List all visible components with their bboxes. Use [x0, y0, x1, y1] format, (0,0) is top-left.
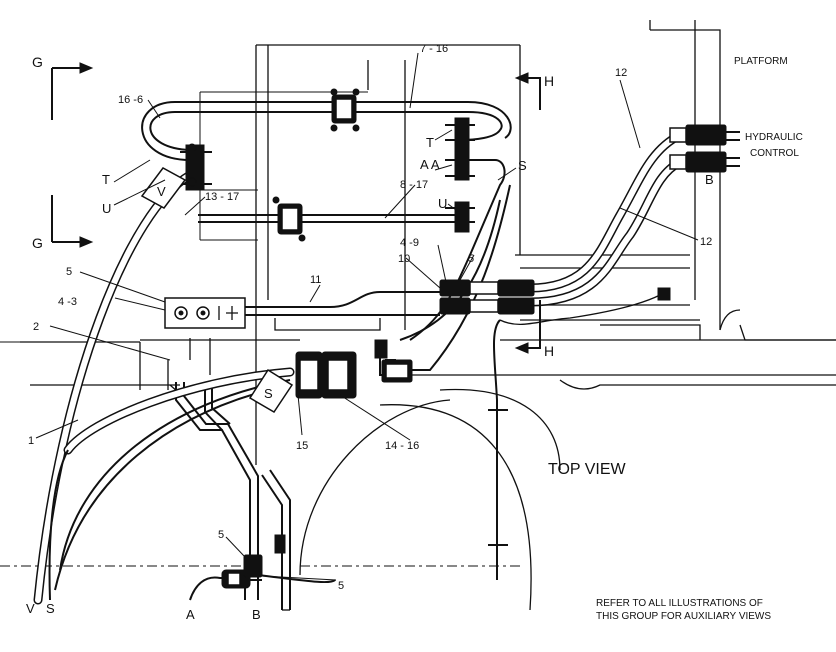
callout-8-17: 8 - 17 [400, 179, 428, 191]
tag-v-text: V [157, 184, 166, 199]
fittings [164, 88, 740, 589]
callout-5-left: 5 [66, 266, 72, 278]
tag-s-text: S [264, 386, 273, 401]
label-t-left: T [102, 172, 110, 187]
platform-label: PLATFORM [734, 56, 788, 67]
callout-5-bottom-b: 5 [338, 580, 344, 592]
label-b-bottom: B [252, 607, 261, 622]
label-s-bottom: S [46, 601, 55, 616]
label-b-right: B [705, 172, 714, 187]
label-aa: A A [420, 157, 440, 172]
callout-4-3: 4 -3 [58, 296, 77, 308]
label-v-bottom: V [26, 601, 35, 616]
callout-2: 2 [33, 321, 39, 333]
leader-lines [35, 52, 699, 581]
label-g-bottom: G [32, 235, 43, 251]
label-s-top: S [518, 158, 527, 173]
control-label: CONTROL [750, 148, 799, 159]
callout-5-bottom-a: 5 [218, 529, 224, 541]
callout-15: 15 [296, 440, 308, 452]
letter-labels: G G H H T U T A A U S B V S A B [26, 54, 714, 622]
tag-s: S [248, 368, 294, 414]
top-view-label: TOP VIEW [548, 461, 627, 478]
label-u-right: U [438, 196, 447, 211]
callout-12-top: 12 [615, 67, 627, 79]
callout-1: 1 [28, 435, 34, 447]
callouts: 1 2 4 -3 4 -9 5 5 5 5 7 - 16 8 - 17 10 1… [28, 43, 712, 592]
callout-16-6: 16 -6 [118, 94, 143, 106]
hydraulic-label: HYDRAULIC [745, 132, 803, 143]
text-labels: PLATFORM HYDRAULIC CONTROL TOP VIEW REFE… [548, 56, 803, 622]
note-line-1: REFER TO ALL ILLUSTRATIONS OF [596, 598, 763, 609]
section-arrows [51, 62, 541, 354]
label-h-bottom: H [544, 343, 554, 359]
callout-11: 11 [310, 274, 321, 286]
callout-14-16: 14 - 16 [385, 440, 419, 452]
label-g-top: G [32, 54, 43, 70]
hydraulic-lines [141, 101, 661, 611]
label-u-left: U [102, 201, 111, 216]
callout-12-bottom: 12 [700, 236, 712, 248]
label-a-bottom: A [186, 607, 195, 622]
hoses [33, 130, 685, 605]
tag-v: V [140, 167, 187, 209]
callout-5-mid: 5 [468, 253, 474, 265]
callout-4-9: 4 -9 [400, 237, 419, 249]
callout-7-16: 7 - 16 [420, 43, 448, 55]
note-line-2: THIS GROUP FOR AUXILIARY VIEWS [596, 611, 771, 622]
label-t-right: T [426, 135, 434, 150]
label-h-top: H [544, 73, 554, 89]
callout-10: 10 [398, 253, 410, 265]
callout-13-17: 13 - 17 [205, 191, 239, 203]
